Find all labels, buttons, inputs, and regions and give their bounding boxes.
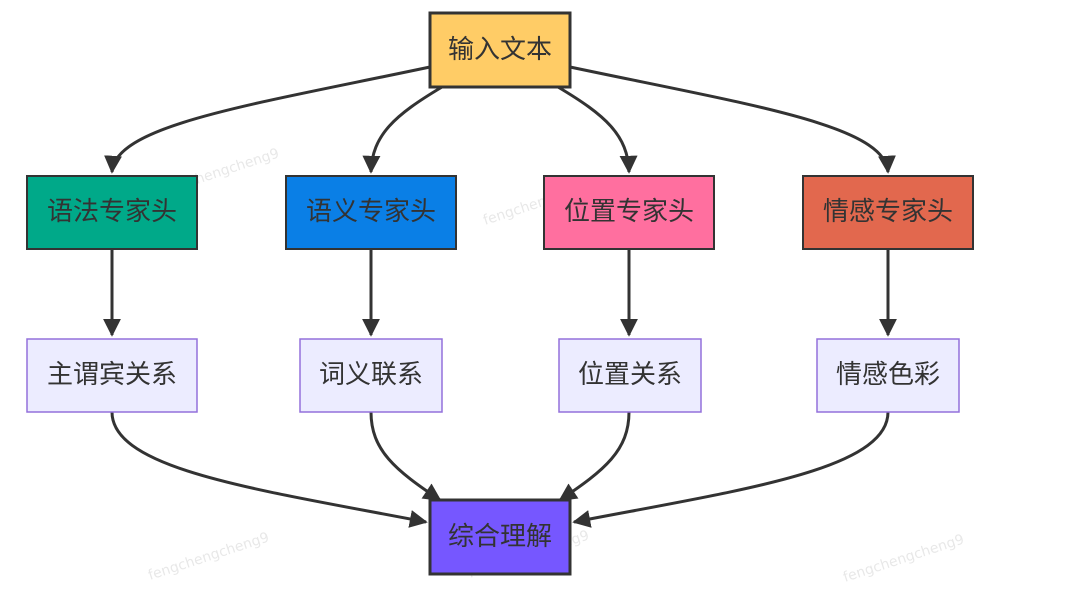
- relation-node-position-label: 位置关系: [578, 360, 682, 390]
- edge-lexical-to-output: [369, 411, 442, 502]
- relation-node-svo-box: [26, 338, 198, 413]
- watermark-text: fengchengcheng9: [841, 532, 966, 586]
- input-node-label: 输入文本: [448, 35, 552, 65]
- edge-input-to-emotion: [569, 65, 896, 174]
- expert-node-semantic: 语义专家头: [285, 175, 457, 250]
- expert-node-position-label: 位置专家头: [564, 197, 694, 227]
- output-node: 综合理解: [428, 498, 572, 576]
- watermark-text: fengchengcheng9: [146, 530, 271, 584]
- expert-node-grammar: 语法专家头: [26, 175, 198, 250]
- edges: [103, 65, 897, 528]
- relation-node-lexical-box: [299, 338, 443, 413]
- relation-node-lexical: 词义联系: [299, 338, 443, 413]
- relation-node-position-box: [558, 338, 702, 413]
- expert-node-emotion-box: [802, 175, 974, 250]
- expert-node-position-box: [543, 175, 715, 250]
- edge-input-to-semantic: [362, 85, 443, 174]
- edge-input-to-grammar: [104, 65, 431, 174]
- relation-node-position: 位置关系: [558, 338, 702, 413]
- input-node-box: [428, 11, 572, 89]
- expert-node-semantic-label: 语义专家头: [306, 197, 436, 227]
- expert-node-position: 位置专家头: [543, 175, 715, 250]
- expert-node-emotion-label: 情感专家头: [823, 197, 953, 227]
- relation-node-emotion-label: 情感色彩: [836, 360, 940, 390]
- relation-node-svo: 主谓宾关系: [26, 338, 198, 413]
- edge-svo-to-output: [110, 411, 428, 528]
- relation-node-lexical-label: 词义联系: [319, 360, 423, 390]
- relation-node-emotion-box: [816, 338, 960, 413]
- edge-emotion-rel-to-output: [572, 411, 890, 528]
- edge-position-rel-to-output: [558, 411, 631, 502]
- relation-node-emotion: 情感色彩: [816, 338, 960, 413]
- edge-input-to-position: [557, 85, 638, 174]
- expert-node-emotion: 情感专家头: [802, 175, 974, 250]
- output-node-box: [428, 498, 572, 576]
- expert-node-semantic-box: [285, 175, 457, 250]
- expert-node-grammar-label: 语法专家头: [47, 197, 177, 227]
- input-node: 输入文本: [428, 11, 572, 89]
- relation-node-svo-label: 主谓宾关系: [47, 360, 177, 390]
- expert-node-grammar-box: [26, 175, 198, 250]
- output-node-label: 综合理解: [448, 522, 552, 552]
